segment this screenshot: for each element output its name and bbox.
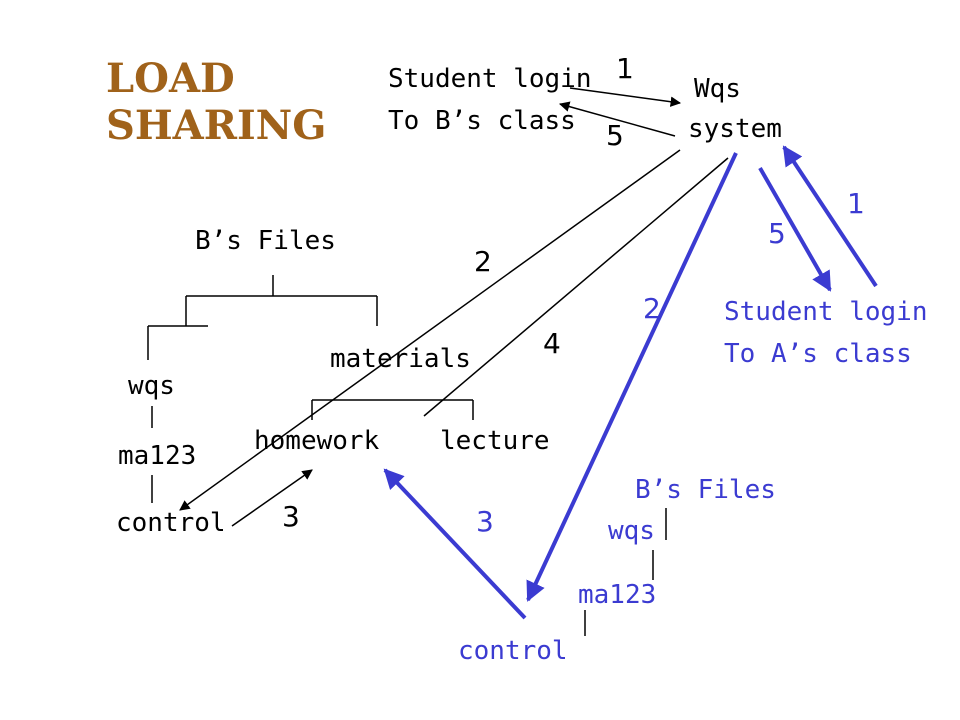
step-5-top: 5 — [606, 119, 624, 152]
arrow-step-2-black — [179, 149, 681, 511]
homework-label: homework — [254, 426, 380, 456]
wqs-system-line2: system — [688, 114, 782, 144]
step-2-black: 2 — [474, 245, 492, 278]
b-files-label: B’s Files — [195, 226, 336, 256]
title-line-1: LOAD — [106, 55, 235, 102]
step-3-black: 3 — [282, 500, 300, 533]
arrow-step-5-top — [558, 101, 676, 137]
control-label: control — [116, 508, 226, 538]
arrow-step-3-black — [231, 469, 313, 527]
title-line-2: SHARING — [106, 102, 327, 150]
step-3-blue: 3 — [476, 505, 494, 538]
control-blue-label: control — [458, 636, 568, 666]
blue-tree-connectors — [584, 508, 667, 636]
b-files-tree — [147, 275, 474, 503]
step-5-right: 5 — [768, 217, 786, 250]
arrow-step-3-blue — [383, 468, 527, 620]
arrow-step-5-right — [758, 167, 832, 292]
step-1-right: 1 — [847, 187, 865, 220]
arrow-step-1-right — [782, 145, 878, 288]
ma123-blue-label: ma123 — [578, 580, 657, 610]
b-files-blue-label: B’s Files — [635, 475, 776, 505]
lecture-label: lecture — [440, 426, 550, 456]
step-4-black: 4 — [543, 327, 561, 360]
student-login-a-line2: To A’s class — [724, 339, 912, 369]
blue-flow-arrows — [383, 145, 878, 620]
arrow-step-2-blue — [526, 152, 738, 602]
line-step-4-black — [423, 157, 729, 417]
page-title: LOAD SHARING — [106, 55, 326, 149]
step-1-top: 1 — [616, 52, 634, 85]
step-2-blue: 2 — [643, 292, 661, 325]
student-login-a-line1: Student login — [724, 297, 928, 327]
arrow-step-1-top — [569, 87, 682, 107]
materials-label: materials — [330, 344, 471, 374]
wqs-label: wqs — [128, 371, 175, 401]
student-login-b-line1: Student login — [388, 64, 592, 94]
wqs-system-line1: Wqs — [694, 74, 741, 104]
ma123-label: ma123 — [118, 441, 197, 471]
black-flow-arrows — [179, 87, 729, 527]
student-login-b-line2: To B’s class — [388, 106, 576, 136]
wqs-blue-label: wqs — [608, 516, 655, 546]
